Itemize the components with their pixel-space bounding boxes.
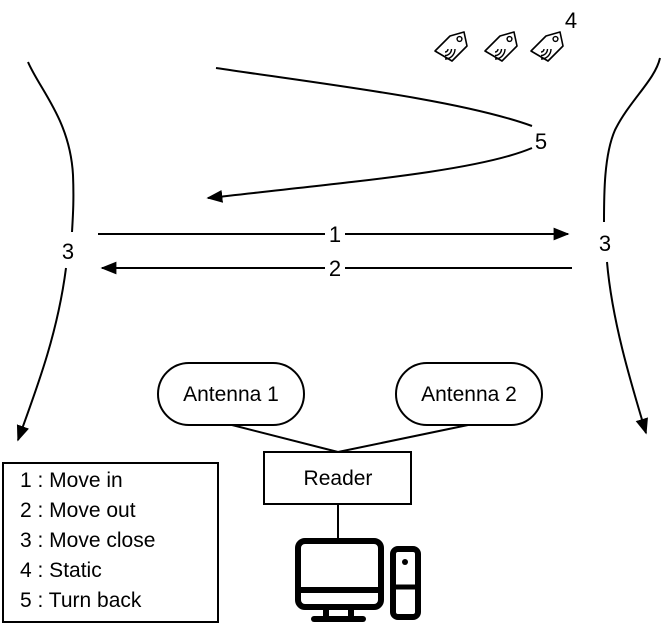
reader-label: Reader bbox=[304, 467, 373, 490]
move-close-left-path-top bbox=[27, 61, 75, 233]
move-in-label: 1 bbox=[329, 222, 341, 247]
antenna-2-node bbox=[395, 362, 543, 426]
antenna-1-node bbox=[157, 362, 305, 426]
move-close-right-label: 3 bbox=[599, 231, 611, 256]
rfid-tag-icon bbox=[530, 31, 564, 62]
reader-node bbox=[263, 451, 412, 505]
rfid-tag-icon bbox=[434, 31, 468, 62]
static-label: 4 bbox=[565, 8, 577, 33]
move-close-left-label: 3 bbox=[62, 239, 74, 264]
antenna-2-label: Antenna 2 bbox=[421, 383, 517, 406]
desktop-computer-icon bbox=[295, 538, 421, 622]
antenna-2-connection bbox=[337, 424, 469, 453]
legend-item: 3 : Move close bbox=[20, 529, 156, 552]
legend-item: 2 : Move out bbox=[20, 499, 136, 522]
turn-back-path-return bbox=[206, 147, 533, 203]
move-close-left-path-bottom bbox=[16, 267, 67, 442]
rfid-tag-icon bbox=[484, 31, 518, 62]
turn-back-path-out bbox=[215, 67, 533, 127]
antenna-1-connection bbox=[231, 424, 339, 453]
move-close-right-path-bottom bbox=[606, 261, 648, 435]
legend-item: 5 : Turn back bbox=[20, 589, 142, 612]
move-close-right-path-top bbox=[603, 57, 661, 223]
legend: 1 : Move in 2 : Move out 3 : Move close … bbox=[2, 462, 219, 623]
turn-back-label: 5 bbox=[535, 129, 547, 154]
antenna-1-label: Antenna 1 bbox=[183, 383, 279, 406]
legend-item: 4 : Static bbox=[20, 559, 102, 582]
legend-item: 1 : Move in bbox=[20, 469, 123, 492]
move-out-label: 2 bbox=[329, 256, 341, 281]
